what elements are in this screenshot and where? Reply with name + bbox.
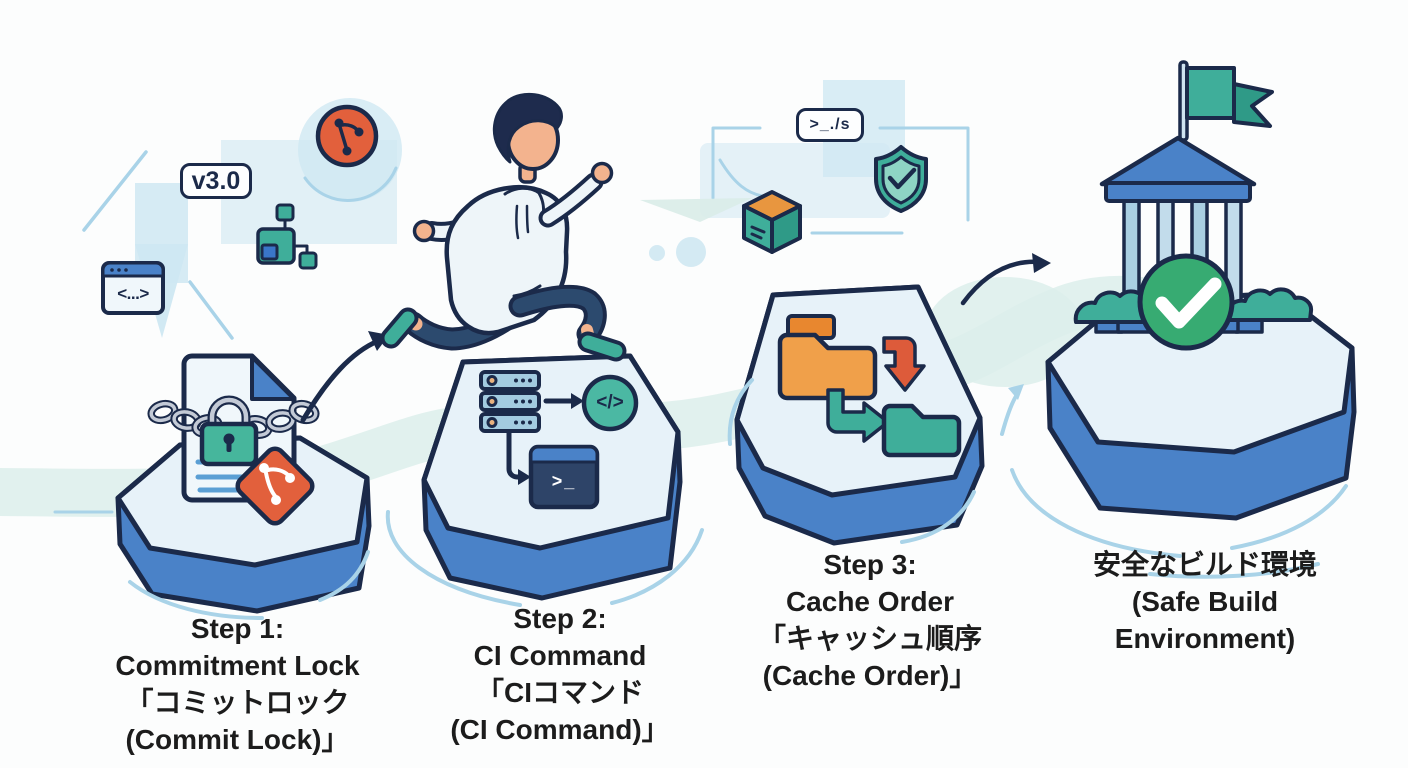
arrow-server-to-code: [543, 393, 584, 409]
arrow-cache-right: [826, 388, 890, 443]
step1-line4: (Commit Lock)」: [125, 724, 350, 755]
step2-line4: (CI Command)」: [450, 714, 670, 745]
version-badge-label: v3.0: [191, 166, 241, 195]
version-badge: v3.0: [180, 163, 252, 199]
step1-line2: Commitment Lock: [115, 650, 360, 681]
step3-line3: 「キャッシュ順序: [757, 623, 982, 654]
goal-platform: [1045, 291, 1357, 521]
step2-caption: Step 2: CI Command 「CIコマンド (CI Command)」: [400, 600, 720, 748]
back-hand: [412, 219, 436, 243]
arrow-cache-down: [882, 336, 926, 392]
package-box-icon: [742, 190, 802, 254]
arrow-server-to-terminal: [506, 430, 531, 485]
step1-line3: 「コミットロック: [125, 687, 350, 718]
terminal-badge: >_./s: [796, 108, 864, 142]
git-branch-circle-icon: [315, 104, 379, 168]
code-circle-icon: [581, 374, 639, 432]
step3-line2: Cache Order: [785, 586, 955, 617]
success-check-icon: [1137, 253, 1235, 351]
bush-right: [1223, 287, 1314, 322]
flowchart-icon: [256, 203, 318, 270]
goal-flag-icon: [1185, 66, 1236, 120]
step3-caption: Step 3: Cache Order 「キャッシュ順序 (Cache Orde…: [716, 546, 1024, 694]
small-blue-arrow: [1000, 384, 1024, 436]
shield-check-icon: [874, 145, 928, 213]
terminal-window-icon: [528, 444, 600, 510]
code-circle-glyph: </>: [596, 392, 624, 413]
terminal-badge-label: >_./s: [809, 116, 851, 133]
goal-line1: 安全なビルド環境: [1092, 549, 1317, 580]
jumping-person: [380, 92, 627, 362]
source-folder-icon: [777, 314, 878, 401]
git-diamond-icon: [235, 446, 315, 526]
step2-line1: Step 2:: [513, 603, 607, 634]
step3-line1: Step 3:: [823, 549, 917, 580]
hair: [492, 92, 563, 164]
code-window-icon: [101, 261, 165, 315]
front-hand: [590, 161, 614, 185]
goal-line3: Environment): [1114, 623, 1296, 654]
padlock-icon: [199, 395, 259, 467]
step1-line1: Step 1:: [190, 613, 285, 644]
arrow-step3-to-goal: [960, 253, 1051, 306]
swoosh-lines: [53, 378, 1348, 620]
step2-line2: CI Command: [473, 640, 647, 671]
step3-line4: (Cache Order)」: [762, 660, 978, 691]
goal-line2: (Safe Build: [1131, 586, 1279, 617]
code-window-glyph: <...>: [117, 284, 149, 303]
step2-line3: 「CIコマンド: [475, 677, 644, 708]
terminal-prompt-glyph: >_: [551, 470, 577, 491]
server-stack-icon: [479, 370, 541, 433]
target-folder-icon: [881, 403, 962, 458]
goal-caption: 安全なビルド環境 (Safe Build Environment): [1040, 546, 1370, 657]
step1-caption: Step 1: Commitment Lock 「コミットロック (Commit…: [55, 610, 420, 758]
